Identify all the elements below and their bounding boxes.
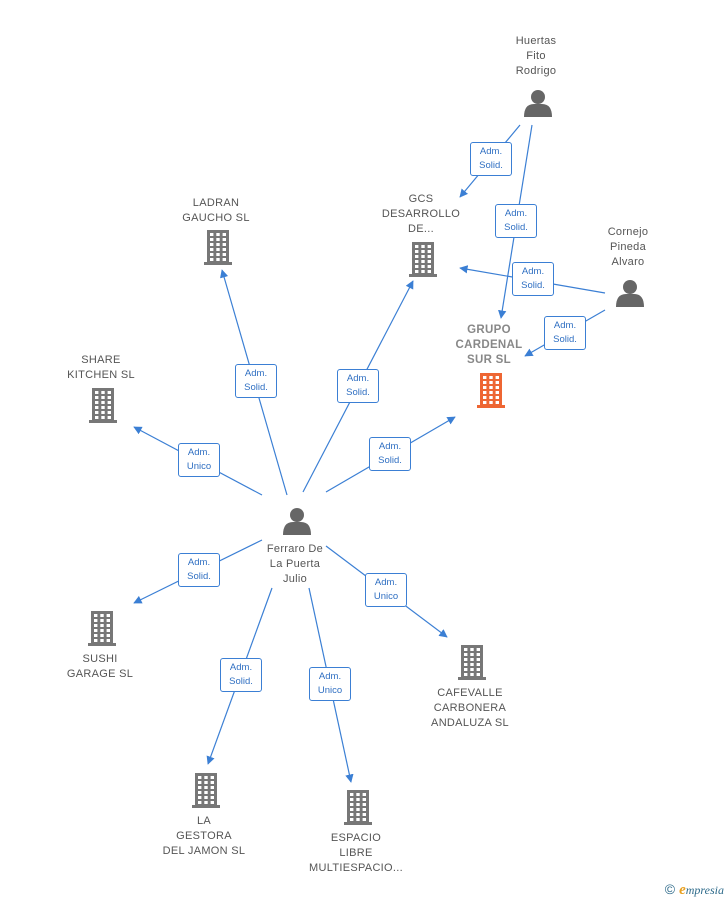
node-label-sushi[interactable]: SUSHI GARAGE SL [66, 653, 134, 680]
edge-label-ferraro-grupo[interactable]: Adm. Solid. [369, 437, 411, 471]
building-icon-share[interactable] [89, 388, 117, 423]
node-label-gcs[interactable]: GCS DESARROLLO DE... [381, 193, 461, 235]
node-label-ladran[interactable]: LADRAN GAUCHO SL [182, 197, 250, 224]
building-icon-espacio[interactable] [344, 790, 372, 825]
building-icon-cafevalle[interactable] [458, 645, 486, 680]
building-icon-ladran[interactable] [204, 230, 232, 265]
edge-label-huertas-gcs[interactable]: Adm. Solid. [470, 142, 512, 176]
edge-label-huertas-grupo[interactable]: Adm. Solid. [495, 204, 537, 238]
person-icon-ferraro[interactable] [283, 508, 311, 535]
node-label-cornejo[interactable]: Cornejo Pineda Alvaro [607, 226, 649, 268]
copyright-symbol: © [664, 881, 676, 897]
node-label-share[interactable]: SHARE KITCHEN SL [67, 354, 135, 381]
node-label-gestora[interactable]: LA GESTORA DEL JAMON SL [162, 815, 246, 857]
building-icon-sushi[interactable] [88, 611, 116, 646]
edge-label-ferraro-share[interactable]: Adm. Unico [178, 443, 220, 477]
node-label-grupo[interactable]: GRUPO CARDENAL SUR SL [455, 324, 523, 366]
edge-label-cornejo-gcs[interactable]: Adm. Solid. [512, 262, 554, 296]
node-label-huertas[interactable]: Huertas Fito Rodrigo [515, 35, 557, 77]
edge-label-ferraro-ladran[interactable]: Adm. Solid. [235, 364, 277, 398]
node-label-espacio[interactable]: ESPACIO LIBRE MULTIESPACIO... [309, 832, 403, 874]
empresia-logo: ©empresia [665, 881, 724, 899]
edge-label-ferraro-gestora[interactable]: Adm. Solid. [220, 658, 262, 692]
edge-label-ferraro-sushi[interactable]: Adm. Solid. [178, 553, 220, 587]
building-icon-gcs[interactable] [409, 242, 437, 277]
edge-label-ferraro-gcs[interactable]: Adm. Solid. [337, 369, 379, 403]
building-icon-gestora[interactable] [192, 773, 220, 808]
building-icon-grupo[interactable] [477, 373, 505, 408]
node-label-ferraro[interactable]: Ferraro De La Puerta Julio [266, 543, 324, 585]
edge-label-ferraro-cafevalle[interactable]: Adm. Unico [365, 573, 407, 607]
edge-label-ferraro-espacio[interactable]: Adm. Unico [309, 667, 351, 701]
node-label-cafevalle[interactable]: CAFEVALLE CARBONERA ANDALUZA SL [431, 687, 509, 729]
person-icon-huertas[interactable] [524, 90, 552, 117]
logo-text: mpresia [685, 883, 724, 897]
edge-label-cornejo-grupo[interactable]: Adm. Solid. [544, 316, 586, 350]
person-icon-cornejo[interactable] [616, 280, 644, 307]
logo-initial: e [679, 882, 686, 898]
